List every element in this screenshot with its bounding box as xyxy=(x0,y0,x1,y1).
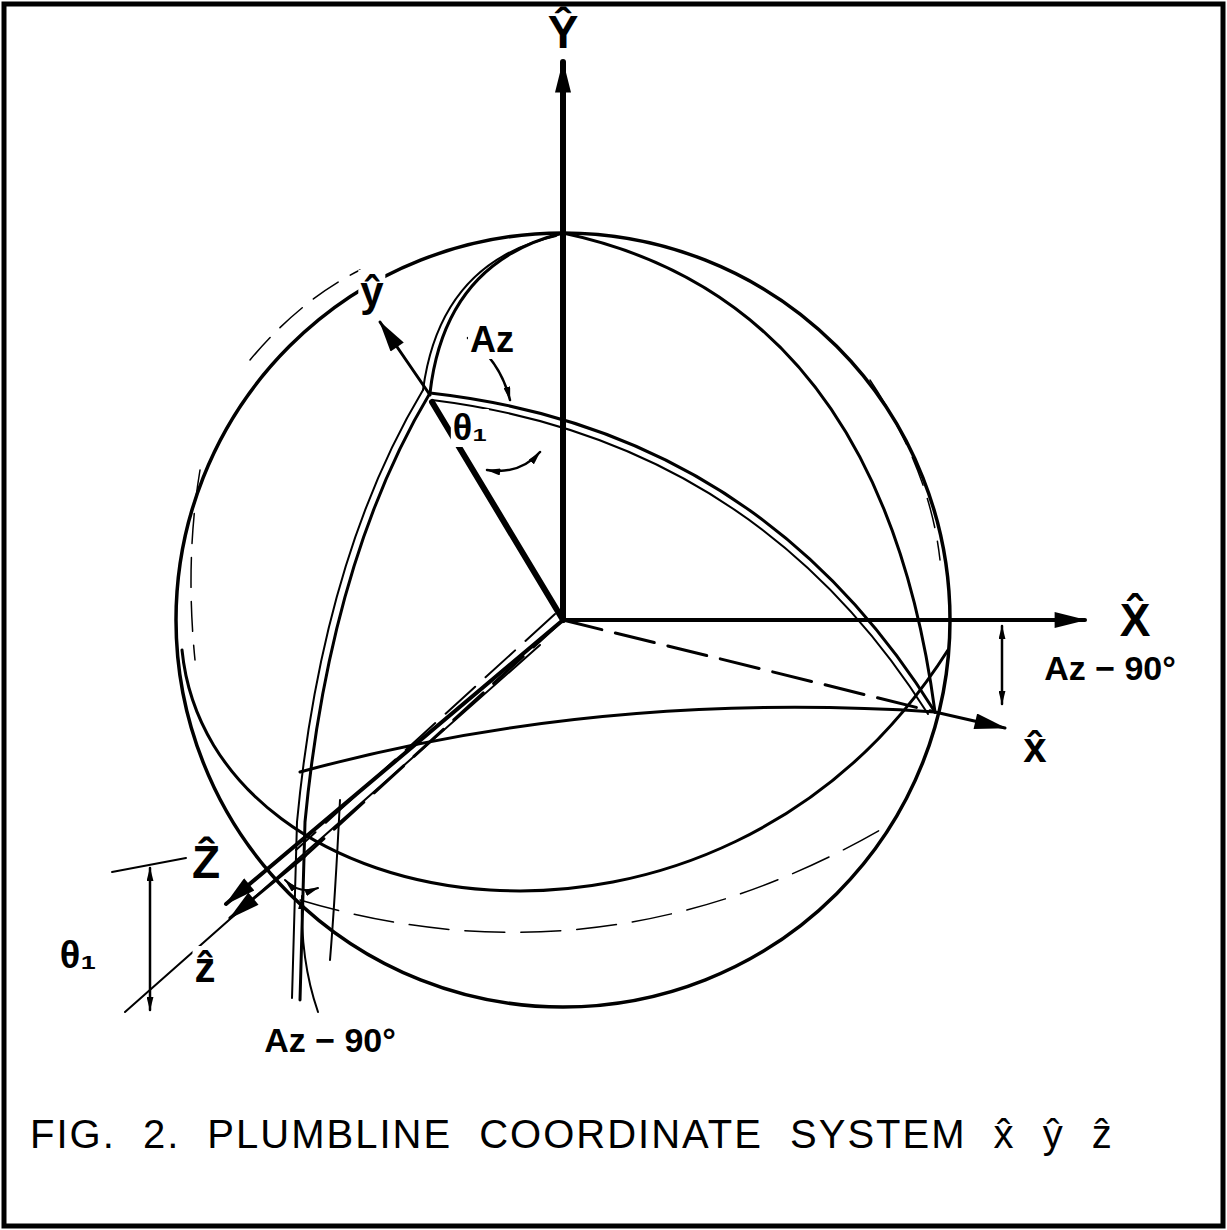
figure-frame xyxy=(4,4,1223,1226)
hidden-edge xyxy=(191,470,200,660)
z-axis xyxy=(226,620,563,904)
hidden-edge xyxy=(300,830,880,932)
angle-arc xyxy=(285,880,318,890)
x-axis xyxy=(563,618,1085,622)
dimension-arrow xyxy=(149,868,152,1010)
plumb-y-axis xyxy=(432,402,563,620)
meridian-arc xyxy=(423,236,556,390)
plumb-y-axis xyxy=(380,322,430,395)
angle-label: Az − 90° xyxy=(1042,650,1178,686)
axis-label: X̂ xyxy=(1118,596,1153,644)
axis-label: Ẑ xyxy=(190,838,222,886)
plumb-x-axis xyxy=(935,712,1005,728)
great-circle-arc xyxy=(430,393,935,712)
axis-label: Ŷ xyxy=(546,8,581,56)
dimension-arrow xyxy=(1001,626,1004,704)
figure-caption: FIG. 2. PLUMBLINE COORDINATE SYSTEM x̂ ŷ… xyxy=(30,1110,1114,1158)
leader-line xyxy=(302,896,318,1012)
meridian-arc xyxy=(563,233,935,712)
plumb-x-axis xyxy=(563,620,935,712)
y-axis xyxy=(560,62,566,620)
hidden-edge xyxy=(870,380,940,560)
extension-line xyxy=(125,645,540,1012)
plumb-z-axis xyxy=(296,614,555,850)
angle-arc xyxy=(487,452,540,471)
angle-label: θ₁ xyxy=(451,409,489,447)
axis-label: ŷ xyxy=(358,270,385,314)
meridian-arc xyxy=(292,390,423,998)
dimension-label: θ₁ xyxy=(58,935,98,975)
angle-label: Az xyxy=(468,321,516,359)
hidden-edge xyxy=(250,270,360,360)
meridian-arc xyxy=(300,393,430,1000)
axis-label: ẑ xyxy=(193,946,218,990)
axis-label: x̂ xyxy=(1021,726,1048,770)
angle-label: Az − 90° xyxy=(262,1022,398,1058)
